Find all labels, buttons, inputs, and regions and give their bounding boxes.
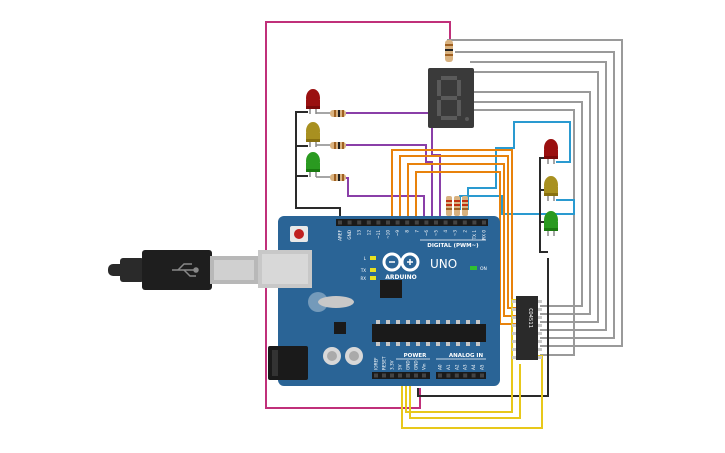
resistor-left-3 bbox=[316, 174, 346, 181]
digital-pin-label: ~11 bbox=[376, 230, 381, 239]
digital-pin-socket[interactable] bbox=[395, 220, 400, 225]
power-header-label: POWER bbox=[404, 353, 428, 359]
digital-pin-label: 2 bbox=[462, 230, 467, 233]
digital-pin-label: 4 bbox=[443, 230, 448, 233]
power-pin-socket[interactable] bbox=[398, 373, 402, 378]
analog-header-label: ANALOG IN bbox=[449, 353, 484, 359]
digital-header bbox=[336, 219, 488, 226]
analog-pin-label: A4 bbox=[471, 364, 476, 370]
digital-pin-label: 12 bbox=[366, 230, 371, 236]
power-pin-socket[interactable] bbox=[422, 373, 426, 378]
digital-pin-socket[interactable] bbox=[462, 220, 467, 225]
digital-pin-label: GND bbox=[347, 230, 352, 240]
digital-pin-socket[interactable] bbox=[357, 220, 362, 225]
analog-pin-label: A5 bbox=[480, 364, 485, 370]
digital-pin-socket[interactable] bbox=[347, 220, 352, 225]
power-pin-socket[interactable] bbox=[414, 373, 418, 378]
digital-pin-label: ~9 bbox=[395, 230, 400, 237]
blue-wire-bundle[interactable] bbox=[459, 121, 575, 215]
magenta-wire[interactable] bbox=[265, 21, 451, 409]
decoder-chip-label: CD4511 bbox=[527, 308, 533, 328]
analog-pin-label: A2 bbox=[454, 364, 459, 370]
led-red-left bbox=[306, 89, 320, 114]
analog-pin-socket[interactable] bbox=[454, 373, 459, 378]
power-pin-label: 5V bbox=[398, 364, 403, 370]
digital-pin-socket[interactable] bbox=[453, 220, 458, 225]
digital-pin-label: ~10 bbox=[386, 230, 391, 239]
led-rx-label: RX bbox=[360, 276, 366, 281]
power-pin-socket[interactable] bbox=[374, 373, 378, 378]
analog-pin-socket[interactable] bbox=[463, 373, 468, 378]
digital-pin-socket[interactable] bbox=[405, 220, 410, 225]
power-pin-label: 3.3V bbox=[390, 360, 395, 370]
display-resistor bbox=[445, 40, 453, 62]
digital-pin-socket[interactable] bbox=[376, 220, 381, 225]
analog-pin-socket[interactable] bbox=[438, 373, 442, 378]
digital-pin-socket[interactable] bbox=[482, 220, 486, 225]
led-red-right bbox=[544, 139, 558, 164]
led-green-left bbox=[306, 152, 320, 177]
digital-pin-label: 13 bbox=[357, 230, 362, 236]
power-pin-socket[interactable] bbox=[390, 373, 394, 378]
seven-segment-display: 8 bbox=[428, 68, 474, 128]
digital-header-label: DIGITAL (PWM~) bbox=[427, 243, 479, 249]
digital-pin-label: RX 0 bbox=[482, 230, 487, 240]
led-tx-label: TX bbox=[360, 268, 366, 273]
digital-pin-label: ~3 bbox=[453, 230, 458, 237]
analog-pin-label: A1 bbox=[446, 364, 451, 370]
power-pin-label: GND bbox=[414, 360, 419, 370]
analog-pin-socket[interactable] bbox=[446, 373, 451, 378]
led-yellow-right bbox=[544, 176, 558, 201]
power-pin-label: RESET bbox=[382, 356, 387, 370]
digital-pin-socket[interactable] bbox=[414, 220, 419, 225]
power-pin-socket[interactable] bbox=[382, 373, 386, 378]
power-pin-label: IOREF bbox=[374, 357, 379, 370]
led-l-label: L bbox=[364, 256, 367, 261]
analog-header bbox=[436, 372, 486, 379]
power-pin-socket[interactable] bbox=[406, 373, 410, 378]
digital-pin-label: 7 bbox=[414, 230, 419, 233]
decoder-chip: CD4511 bbox=[512, 296, 542, 360]
resistor-left-2 bbox=[316, 142, 346, 149]
analog-pin-socket[interactable] bbox=[471, 373, 476, 378]
usb-symbol-icon bbox=[172, 263, 199, 277]
analog-pin-label: A0 bbox=[438, 364, 443, 370]
led-green-right bbox=[544, 211, 558, 236]
digital-pin-label: AREF bbox=[338, 229, 343, 240]
digital-pin-label: 8 bbox=[405, 230, 410, 233]
digital-pin-socket[interactable] bbox=[424, 220, 429, 225]
digital-pin-socket[interactable] bbox=[434, 220, 438, 225]
arduino-board: AREF GND 13 12 ~11 ~10 ~9 8 7 ~6 ~5 4 ~3 2 TX 1 RX 0 DI… bbox=[258, 216, 500, 386]
uno-label: UNO bbox=[430, 257, 457, 271]
arduino-logo: ARDUINO bbox=[382, 252, 420, 281]
digital-pin-label: ~6 bbox=[424, 230, 429, 237]
power-pin-label: Vin bbox=[422, 363, 427, 370]
digital-pin-socket[interactable] bbox=[386, 220, 390, 225]
power-pin-label: GND bbox=[406, 360, 411, 370]
usb-cable bbox=[108, 250, 258, 290]
digital-pin-socket[interactable] bbox=[472, 220, 477, 225]
analog-pin-label: A3 bbox=[463, 364, 468, 370]
resistor-left-1 bbox=[316, 110, 346, 117]
resistor-group-right bbox=[446, 196, 468, 216]
led-yellow-left bbox=[306, 122, 320, 147]
digital-pin-socket[interactable] bbox=[338, 220, 342, 225]
arduino-wordmark: ARDUINO bbox=[385, 274, 416, 281]
digital-pin-socket[interactable] bbox=[366, 220, 371, 225]
on-label: ON bbox=[480, 266, 487, 272]
analog-pin-socket[interactable] bbox=[480, 373, 484, 378]
atmega-chip bbox=[372, 324, 486, 342]
digital-pin-label: TX 1 bbox=[472, 230, 477, 241]
digital-pin-label: ~5 bbox=[434, 230, 439, 237]
digital-pin-socket[interactable] bbox=[443, 220, 448, 225]
